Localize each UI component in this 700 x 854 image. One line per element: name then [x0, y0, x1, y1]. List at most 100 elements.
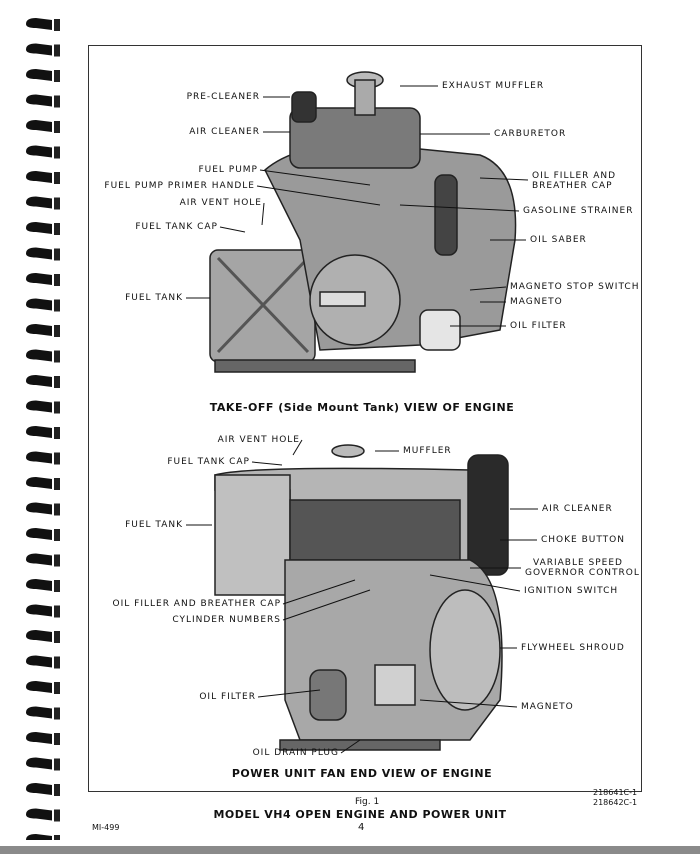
binding-hole [54, 401, 60, 414]
binding-hole [54, 707, 60, 720]
binding-ring [26, 783, 52, 795]
label-oil-filter: OIL FILTER [510, 321, 567, 331]
label-exhaust-muffler: EXHAUST MUFFLER [442, 81, 545, 91]
binding-hole [54, 452, 60, 465]
binding-hole [54, 631, 60, 643]
label-oil-filler-line2: BREATHER CAP [532, 181, 613, 191]
binding-ring [26, 553, 52, 566]
binding-hole [54, 44, 60, 57]
bottom-figure-caption: POWER UNIT FAN END VIEW OF ENGINE [231, 767, 493, 780]
label-oil-filler-line1: OIL FILLER AND [532, 171, 617, 181]
binding-hole [54, 529, 60, 541]
label-magneto: MAGNETO [521, 702, 574, 712]
binding-hole [54, 223, 60, 235]
binding-ring [26, 18, 52, 30]
binding-ring [26, 808, 52, 821]
binding-ring [26, 681, 52, 693]
doc-code: MI-499 [92, 823, 120, 832]
binding-hole [54, 19, 60, 31]
binding-ring [26, 732, 52, 744]
label-oil-filter: OIL FILTER [199, 692, 256, 702]
binding-ring [26, 757, 52, 770]
binding-ring [26, 655, 52, 668]
label-carburetor: CARBURETOR [494, 129, 567, 139]
label-fuel-tank-cap: FUEL TANK CAP [167, 457, 250, 467]
label-magneto-stop-switch: MAGNETO STOP SWITCH [510, 282, 640, 292]
binding-ring [26, 604, 52, 617]
binding-hole [54, 478, 60, 490]
binding-hole [54, 121, 60, 133]
binding-hole [54, 299, 60, 312]
scan-edge [0, 846, 700, 854]
label-oil-filler: OIL FILLER AND BREATHER CAP [112, 599, 281, 609]
binding-ring [26, 630, 52, 642]
label-fuel-tank: FUEL TANK [125, 520, 183, 530]
binding-hole [54, 835, 60, 840]
binding-hole [54, 146, 60, 159]
bottom-engine-illustration [214, 444, 509, 751]
fig-label: Fig. 1 [355, 797, 380, 807]
binding-ring [26, 298, 52, 311]
part-number-2: 218642C-1 [593, 798, 638, 807]
label-flywheel-shroud: FLYWHEEL SHROUD [521, 643, 625, 653]
binding-hole [54, 95, 60, 108]
label-choke-button: CHOKE BUTTON [541, 535, 625, 545]
binding-hole [54, 809, 60, 822]
binding-hole [54, 580, 60, 592]
label-fuel-pump-primer-handle: FUEL PUMP PRIMER HANDLE [104, 181, 255, 191]
binding-ring [26, 273, 52, 285]
top-engine-illustration [209, 71, 517, 373]
binding-hole [54, 325, 60, 337]
label-air-cleaner: AIR CLEANER [189, 127, 260, 137]
label-air-vent-hole: AIR VENT HOLE [217, 435, 300, 445]
label-ignition-switch: IGNITION SWITCH [524, 586, 619, 596]
binding-hole [54, 503, 60, 516]
binding-hole [54, 605, 60, 618]
label-muffler: MUFFLER [403, 446, 452, 456]
top-figure-caption: TAKE-OFF (Side Mount Tank) VIEW OF ENGIN… [209, 401, 515, 414]
binding-hole [54, 197, 60, 210]
binding-ring [26, 69, 52, 81]
label-fuel-pump: FUEL PUMP [198, 165, 258, 175]
binding-ring [26, 477, 52, 489]
binding-ring [26, 324, 52, 336]
binding-ring [26, 528, 52, 540]
label-air-cleaner: AIR CLEANER [542, 504, 613, 514]
binding-ring [26, 400, 52, 413]
binding-ring [26, 349, 52, 362]
label-cylinder-numbers: CYLINDER NUMBERS [172, 615, 281, 625]
binding-ring [26, 247, 52, 260]
binding-ring [26, 145, 52, 158]
label-fuel-tank-cap: FUEL TANK CAP [135, 222, 218, 232]
binding-hole [54, 70, 60, 82]
label-pre-cleaner: PRE-CLEANER [186, 92, 260, 102]
binding-ring [26, 196, 52, 209]
binding-ring [26, 120, 52, 132]
label-variable-speed-line2: GOVERNOR CONTROL [525, 568, 640, 578]
binding-hole [54, 682, 60, 694]
binding-ring [26, 451, 52, 464]
binding-hole [54, 656, 60, 669]
label-air-vent-hole: AIR VENT HOLE [179, 198, 262, 208]
binding-ring [26, 706, 52, 719]
figure-frame [88, 45, 642, 792]
binding-ring [26, 579, 52, 591]
binding-hole [54, 274, 60, 286]
binding-hole [54, 733, 60, 745]
binding-hole [54, 376, 60, 388]
spiral-binding [26, 18, 60, 840]
binding-ring [26, 43, 52, 56]
binding-hole [54, 248, 60, 261]
label-magneto: MAGNETO [510, 297, 563, 307]
label-variable-speed-line1: VARIABLE SPEED [533, 558, 623, 568]
label-gasoline-strainer: GASOLINE STRAINER [523, 206, 634, 216]
part-number-1: 218641C-1 [593, 788, 638, 797]
binding-ring [26, 502, 52, 515]
binding-ring [26, 222, 52, 234]
label-fuel-tank: FUEL TANK [125, 293, 183, 303]
binding-hole [54, 350, 60, 363]
binding-hole [54, 554, 60, 567]
binding-hole [54, 784, 60, 796]
label-oil-drain-plug: OIL DRAIN PLUG [252, 748, 339, 758]
page-number: 4 [358, 822, 365, 833]
